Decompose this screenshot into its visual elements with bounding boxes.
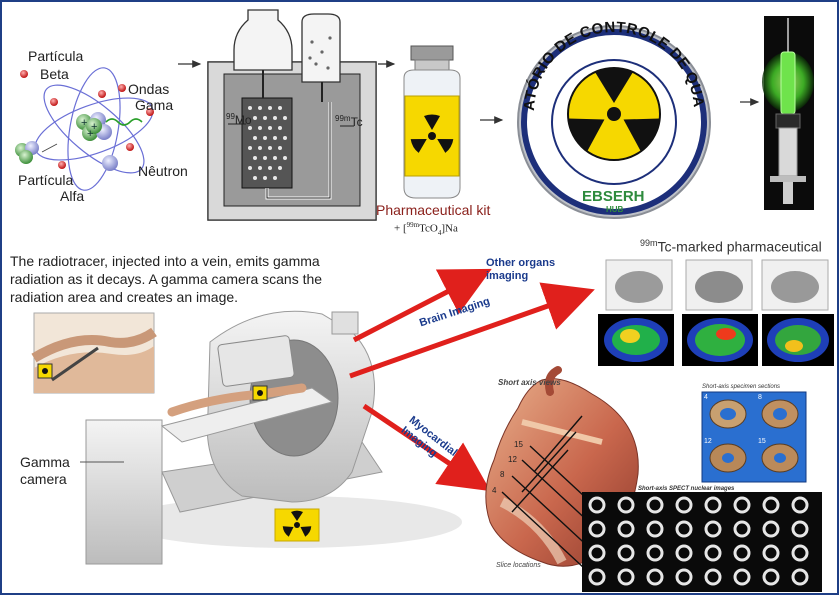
slice-number-15: 15 xyxy=(514,440,523,449)
spect-slice-image xyxy=(617,544,635,562)
label-particula-alfa-1: Partícula xyxy=(18,172,74,188)
spect-slice-image xyxy=(791,544,809,562)
bottom-radiation-icon xyxy=(274,508,320,542)
label-particula-beta-1: Partícula xyxy=(28,48,84,64)
spect-slice-image xyxy=(762,496,780,514)
spect-slice-image xyxy=(675,496,693,514)
spect-slice-image xyxy=(675,520,693,538)
saline-vial xyxy=(233,9,293,71)
imaging-arrows xyxy=(349,268,595,492)
spect-slice-image xyxy=(646,520,664,538)
label-ondas-2: Gama xyxy=(135,97,174,113)
camera-base-unit xyxy=(85,419,163,565)
spect-images-grid xyxy=(582,492,822,592)
slice-number-4: 4 xyxy=(492,486,497,495)
label-hub: HUB xyxy=(606,205,624,214)
brain-spect-row xyxy=(598,314,834,366)
specimen-number-15: 15 xyxy=(758,438,766,445)
label-short-axis-views: Short axis views xyxy=(498,378,561,387)
spect-slice-image xyxy=(791,568,809,586)
atom-illustration: + + + xyxy=(15,67,154,191)
label-molybdenum: 99Mo xyxy=(226,112,252,127)
spect-slice-image xyxy=(675,544,693,562)
spect-slice-image xyxy=(675,568,693,586)
label-particula-beta-2: Beta xyxy=(40,66,69,82)
spect-slice-image xyxy=(704,544,722,562)
spect-slice-image xyxy=(704,520,722,538)
spect-slice-image xyxy=(588,520,606,538)
specimen-number-8: 8 xyxy=(758,394,762,401)
spect-slice-image xyxy=(646,544,664,562)
atom-nucleus: + + + xyxy=(76,112,112,141)
spect-slice-image xyxy=(733,544,751,562)
arrow-brain xyxy=(349,282,595,379)
gamma-camera-machine xyxy=(80,310,462,565)
spect-slice-image xyxy=(617,568,635,586)
spect-slice-image xyxy=(617,520,635,538)
elution-vial xyxy=(301,13,341,83)
label-particula-alfa-2: Alfa xyxy=(60,188,85,204)
label-slice-locations: Slice locations xyxy=(496,562,541,569)
spect-slice-image xyxy=(733,496,751,514)
spect-slice-image xyxy=(588,568,606,586)
gamma-wave xyxy=(105,118,143,126)
spect-slice-image xyxy=(646,568,664,586)
arrow-other-organs xyxy=(352,268,492,343)
lab-radiation-icon xyxy=(567,67,661,161)
spect-slice-image xyxy=(588,544,606,562)
pharmaceutical-vial xyxy=(403,45,461,199)
label-pharmaceutical-kit: Pharmaceutical kit xyxy=(376,202,491,218)
svg-text:+: + xyxy=(91,121,97,133)
spect-slice-image xyxy=(762,544,780,562)
label-ondas-1: Ondas xyxy=(128,81,170,97)
brain-images xyxy=(598,259,834,366)
spect-slice-image xyxy=(704,568,722,586)
alpha-particle xyxy=(15,141,39,164)
spect-slice-image xyxy=(646,496,664,514)
brain-wireframe-row xyxy=(605,259,829,311)
syringe-image xyxy=(762,16,814,210)
label-kit-formula: + [99mTcO4]Na xyxy=(394,221,458,237)
label-ebserh: EBSERH xyxy=(582,188,645,205)
specimen-number-12: 12 xyxy=(704,438,712,445)
spect-slice-image xyxy=(704,496,722,514)
label-neutron: Nêutron xyxy=(138,163,188,179)
technetium-generator xyxy=(207,9,377,221)
electrons xyxy=(20,70,154,169)
svg-text:+: + xyxy=(81,117,87,129)
label-gamma-camera: Gamma camera xyxy=(20,454,70,487)
label-technetium: 99mTc xyxy=(335,114,363,129)
spect-slice-image xyxy=(617,496,635,514)
arrow-myocardial xyxy=(362,403,491,492)
label-spect-images: Short-axis SPECT nuclear images xyxy=(638,486,735,492)
neutron-particle xyxy=(102,155,118,171)
label-other-organs: Other organs imaging xyxy=(486,257,556,282)
spect-slice-image xyxy=(762,568,780,586)
alpha-pointer xyxy=(41,143,58,153)
spect-slice-image xyxy=(733,568,751,586)
specimen-sections-panel xyxy=(701,391,807,483)
svg-text:+: + xyxy=(87,128,93,140)
slice-number-8: 8 xyxy=(500,470,505,479)
spect-slice-image xyxy=(762,520,780,538)
specimen-number-4: 4 xyxy=(704,394,708,401)
label-tc-pharmaceutical: 99mTc-marked pharmaceutical xyxy=(640,238,822,255)
spect-slice-image xyxy=(588,496,606,514)
spect-slice-image xyxy=(791,520,809,538)
spect-slice-image xyxy=(791,496,809,514)
vial-radiation-icon xyxy=(410,114,454,158)
patient-table xyxy=(160,387,334,443)
injection-arm-inset xyxy=(31,312,157,394)
spect-slice-image xyxy=(733,520,751,538)
slice-number-12: 12 xyxy=(508,455,517,464)
description-text: The radiotracer, injected into a vein, e… xyxy=(10,253,323,305)
label-specimen-sections: Short-axis specimen sections xyxy=(702,384,781,390)
generator-column xyxy=(241,97,293,189)
